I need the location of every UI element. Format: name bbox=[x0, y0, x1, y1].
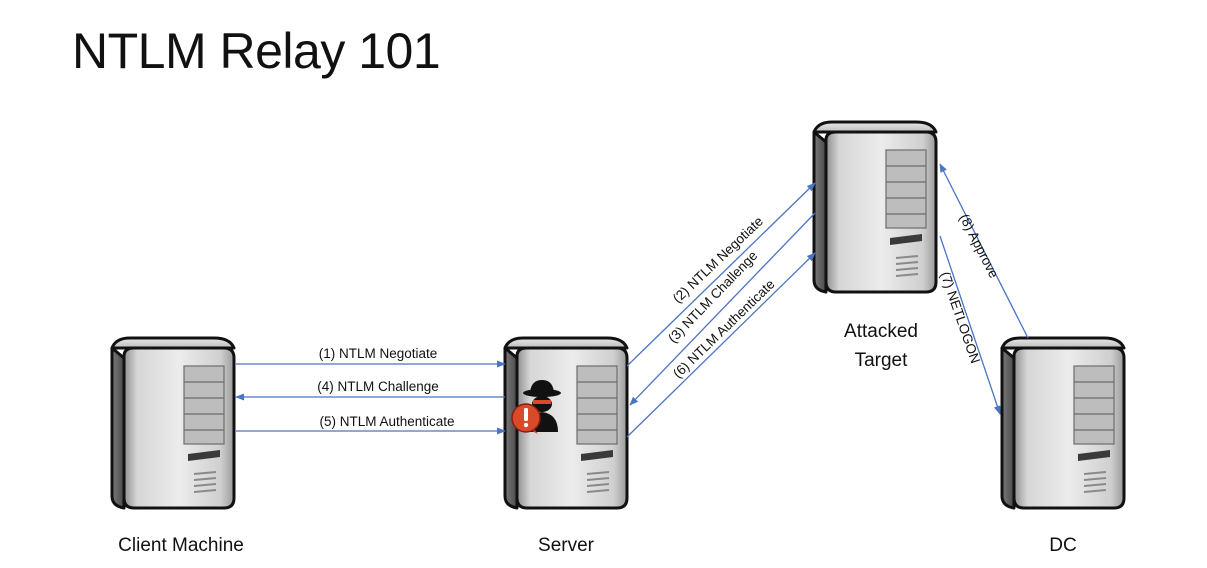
dc-label: DC bbox=[1049, 535, 1076, 556]
client-server-icon bbox=[110, 336, 236, 510]
edge-label-4: (4) NTLM Challenge bbox=[317, 379, 439, 394]
edge-label-8: (8) Approve bbox=[956, 211, 1001, 280]
edge-4-challenge: (4) NTLM Challenge bbox=[235, 379, 505, 401]
attacked-target-label-line2: Target bbox=[855, 350, 909, 371]
attacked-target-server-icon bbox=[812, 120, 938, 294]
exclamation-alert-icon bbox=[511, 403, 541, 434]
edge-5-authenticate: (5) NTLM Authenticate bbox=[236, 414, 506, 435]
edge-1-negotiate: (1) NTLM Negotiate bbox=[236, 346, 506, 368]
edge-label-1: (1) NTLM Negotiate bbox=[319, 346, 438, 361]
edge-label-7: (7) NETLOGON bbox=[938, 270, 983, 366]
server-label: Server bbox=[538, 535, 595, 556]
attacked-target-label-line1: Attacked bbox=[844, 321, 918, 342]
dc-server-icon bbox=[1000, 336, 1126, 510]
page-title: NTLM Relay 101 bbox=[72, 23, 441, 79]
edge-label-5: (5) NTLM Authenticate bbox=[319, 414, 454, 429]
client-machine-label: Client Machine bbox=[118, 535, 244, 556]
edge-3-challenge: (3) NTLM Challenge bbox=[629, 212, 816, 406]
